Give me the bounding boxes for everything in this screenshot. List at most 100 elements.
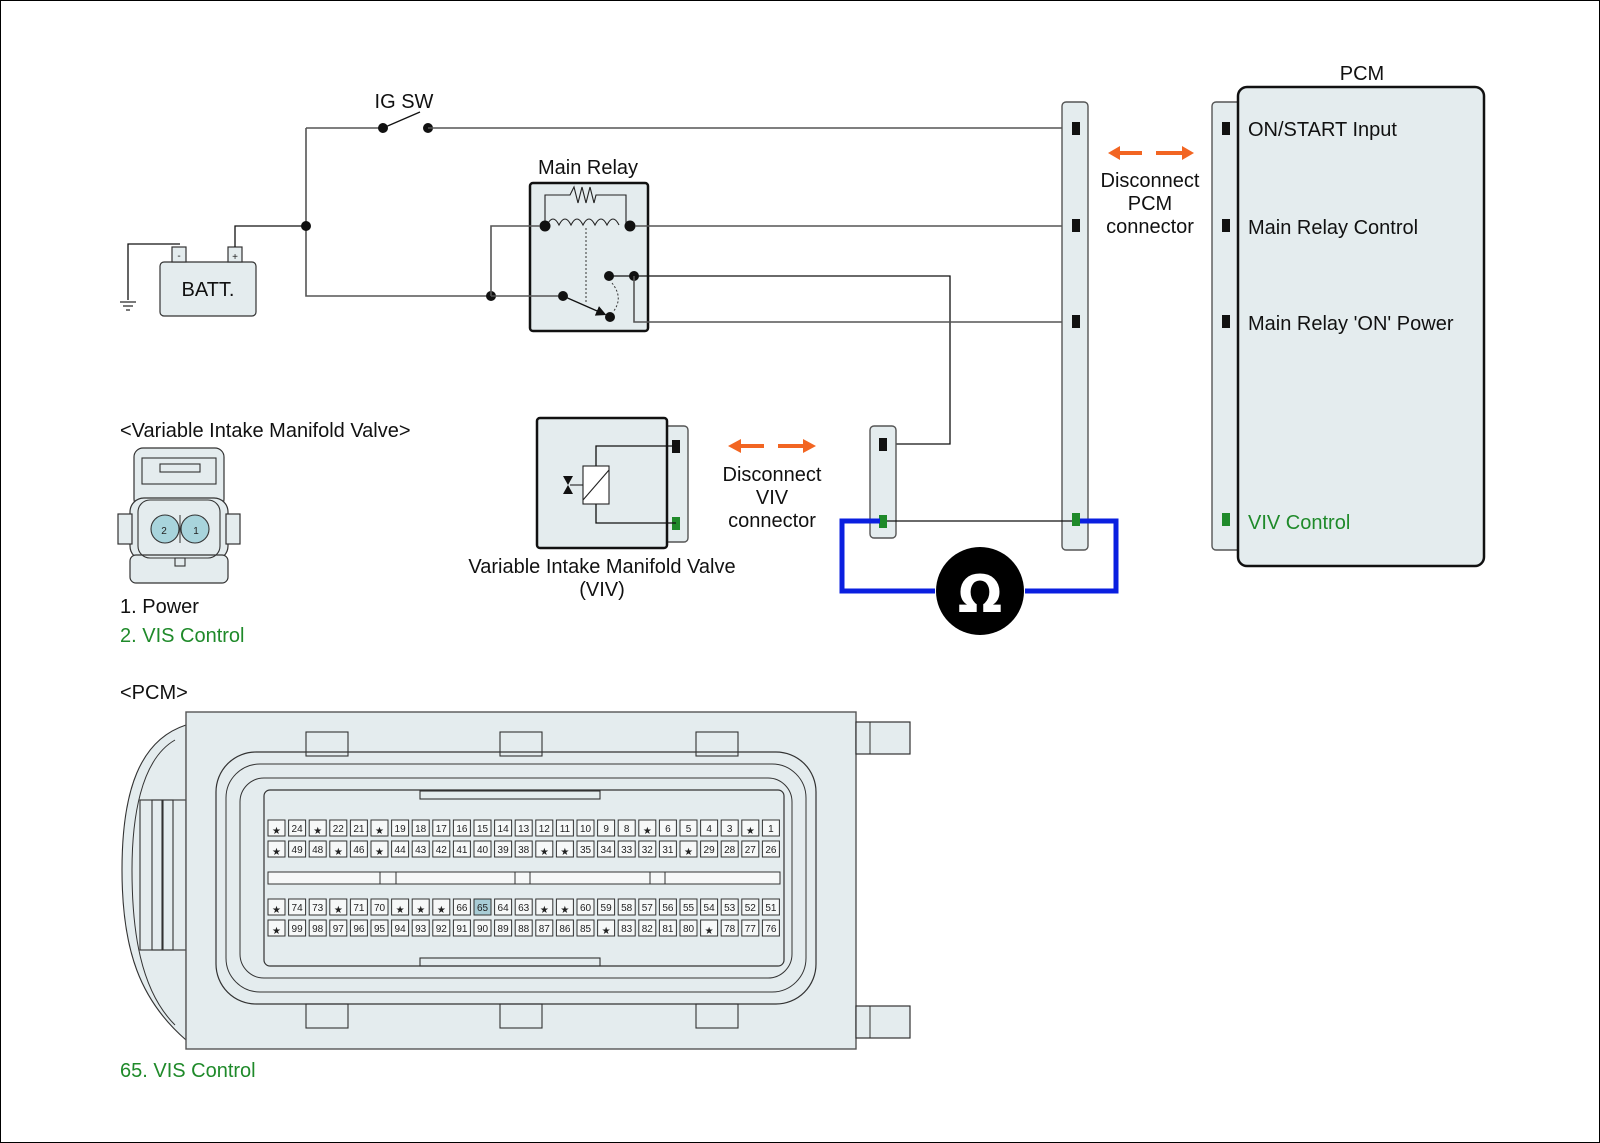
pcm-pin-label: ★ bbox=[396, 905, 405, 916]
disconnect-viv-line2: VIV bbox=[756, 487, 789, 509]
pcm-pin-label: 51 bbox=[765, 903, 777, 914]
pcm-pin-48 bbox=[308, 840, 327, 858]
pcm-pin-28 bbox=[720, 840, 739, 858]
pcm-pin-unused bbox=[411, 898, 430, 916]
pcm-pin-unused bbox=[391, 898, 410, 916]
main-relay: Main Relay bbox=[528, 157, 650, 333]
pcm-pin-unused bbox=[308, 819, 327, 837]
pcm-pin-label: 57 bbox=[642, 903, 654, 914]
pcm-pin-74 bbox=[288, 898, 307, 916]
ground-icon bbox=[120, 243, 180, 311]
pcm-pin-unused bbox=[267, 898, 286, 916]
pcm-connector-view-title: <PCM> bbox=[120, 682, 188, 704]
pcm-pin-label: ★ bbox=[375, 847, 384, 858]
ohmmeter: Ω bbox=[839, 518, 1119, 635]
pcm-terminal-main-relay-on-power: Main Relay 'ON' Power bbox=[1248, 313, 1454, 335]
pcm-pin-label: 18 bbox=[415, 824, 427, 835]
pcm-pin-label: 19 bbox=[395, 824, 407, 835]
pcm-pin-label: 85 bbox=[580, 924, 592, 935]
pcm-pin-76 bbox=[761, 919, 780, 937]
pcm-pin-label: 95 bbox=[374, 924, 386, 935]
pcm-pin-3 bbox=[720, 819, 739, 837]
pcm-pin-91 bbox=[452, 919, 471, 937]
pcm-pin-label: 38 bbox=[518, 845, 530, 856]
pcm-pin-8 bbox=[617, 819, 636, 837]
pcm-pin-label: 94 bbox=[395, 924, 407, 935]
pcm-pin-unused bbox=[370, 819, 389, 837]
pcm-pin-label: 89 bbox=[498, 924, 510, 935]
pcm-pin-33 bbox=[617, 840, 636, 858]
pcm-pin-4 bbox=[700, 819, 719, 837]
pcm-pin-unused bbox=[535, 898, 554, 916]
pcm-pin-unused bbox=[267, 919, 286, 937]
pcm-pin-93 bbox=[411, 919, 430, 937]
pcm-pin-1 bbox=[761, 819, 780, 837]
pcm-pin-46 bbox=[349, 840, 368, 858]
main-relay-label: Main Relay bbox=[538, 157, 638, 179]
viv-connector-drawing: 2 1 bbox=[117, 447, 241, 584]
pcm-pin-label: ★ bbox=[334, 847, 343, 858]
pcm-pin-19 bbox=[391, 819, 410, 837]
pcm-pin-55 bbox=[679, 898, 698, 916]
pcm-pin-label: 39 bbox=[498, 845, 510, 856]
pcm-pin-label: 96 bbox=[353, 924, 365, 935]
pcm-pin-77 bbox=[741, 919, 760, 937]
pcm-pin-label: 29 bbox=[704, 845, 716, 856]
pcm-pin-label: 86 bbox=[559, 924, 571, 935]
pcm-pin-unused bbox=[267, 819, 286, 837]
pcm-pin-label: ★ bbox=[705, 926, 714, 937]
pcm-pin-label: 24 bbox=[292, 824, 304, 835]
battery-plus-label: + bbox=[232, 252, 238, 263]
pcm-pin-label: ★ bbox=[272, 826, 281, 837]
junction-dot bbox=[301, 221, 311, 231]
pcm-pin-label: 3 bbox=[727, 824, 733, 835]
pcm-pin-label: 27 bbox=[745, 845, 757, 856]
battery-minus-label: - bbox=[177, 251, 180, 262]
pcm-pin-label: ★ bbox=[375, 826, 384, 837]
pcm-pin-unused bbox=[555, 840, 574, 858]
pcm-pin-label: ★ bbox=[334, 905, 343, 916]
pcm-pin-label: ★ bbox=[437, 905, 446, 916]
pcm-pin-label: 58 bbox=[621, 903, 633, 914]
pcm-pin-label: 11 bbox=[560, 824, 571, 835]
pcm-pin-label: 73 bbox=[312, 903, 324, 914]
pcm-pin-40 bbox=[473, 840, 492, 858]
pcm-pin-63 bbox=[514, 898, 533, 916]
pcm-pin-unused bbox=[432, 898, 451, 916]
pcm-pin-label: ★ bbox=[540, 847, 549, 858]
pcm-pin-85 bbox=[576, 919, 595, 937]
viv-legend-power: 1. Power bbox=[120, 596, 199, 618]
pcm-pin-label: 81 bbox=[662, 924, 674, 935]
pcm-pin-label: 14 bbox=[498, 824, 510, 835]
pcm-pin-label: 91 bbox=[456, 924, 468, 935]
pcm-pin-21 bbox=[349, 819, 368, 837]
disconnect-viv-arrows-icon bbox=[728, 439, 816, 453]
pcm-pin-label: 66 bbox=[456, 903, 468, 914]
pcm-pin-label: ★ bbox=[416, 905, 425, 916]
pcm-pin-label: 59 bbox=[601, 903, 613, 914]
pcm-pin-9 bbox=[597, 819, 616, 837]
pcm-pin-label: 35 bbox=[580, 845, 592, 856]
pcm-pin-label: ★ bbox=[602, 926, 611, 937]
pcm-pin-unused bbox=[638, 819, 657, 837]
viv-name-line1: Variable Intake Manifold Valve bbox=[468, 556, 735, 578]
ig-switch: IG SW bbox=[375, 91, 434, 133]
pcm-pin-label: ★ bbox=[272, 847, 281, 858]
pcm-module: PCM ON/START Input Main Relay Control Ma… bbox=[1211, 63, 1486, 568]
pcm-pin-88 bbox=[514, 919, 533, 937]
viv-pin-1 bbox=[180, 514, 210, 544]
pcm-pin-17 bbox=[432, 819, 451, 837]
pcm-pin-label: 5 bbox=[686, 824, 692, 835]
pcm-pin-86 bbox=[555, 919, 574, 937]
pcm-pin-label: 92 bbox=[436, 924, 448, 935]
pcm-pin-32 bbox=[638, 840, 657, 858]
pcm-pin-label: 43 bbox=[415, 845, 427, 856]
pcm-pin-label: 6 bbox=[665, 824, 671, 835]
pcm-pin-70 bbox=[370, 898, 389, 916]
pcm-pin-78 bbox=[720, 919, 739, 937]
pcm-pin-label: 34 bbox=[601, 845, 613, 856]
pcm-pin-18 bbox=[411, 819, 430, 837]
disconnect-viv-line3: connector bbox=[728, 510, 816, 532]
